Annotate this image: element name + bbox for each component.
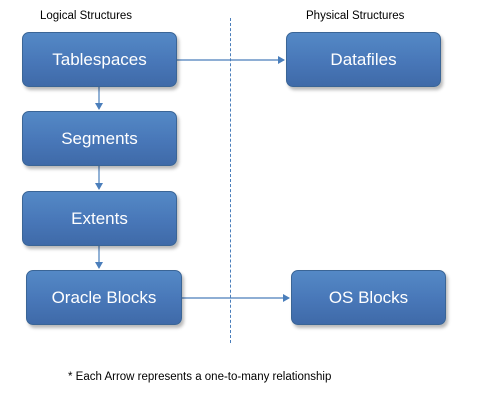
physical-structures-header: Physical Structures <box>306 10 405 22</box>
os-blocks-box: OS Blocks <box>291 270 446 325</box>
segments-box: Segments <box>22 111 177 166</box>
logical-structures-header: Logical Structures <box>40 10 133 22</box>
tablespaces-box: Tablespaces <box>22 32 177 87</box>
extents-box: Extents <box>22 191 177 246</box>
column-divider <box>230 18 231 343</box>
footnote: * Each Arrow represents a one-to-many re… <box>68 371 332 383</box>
oracle-blocks-box: Oracle Blocks <box>26 270 182 325</box>
datafiles-box: Datafiles <box>286 32 441 87</box>
